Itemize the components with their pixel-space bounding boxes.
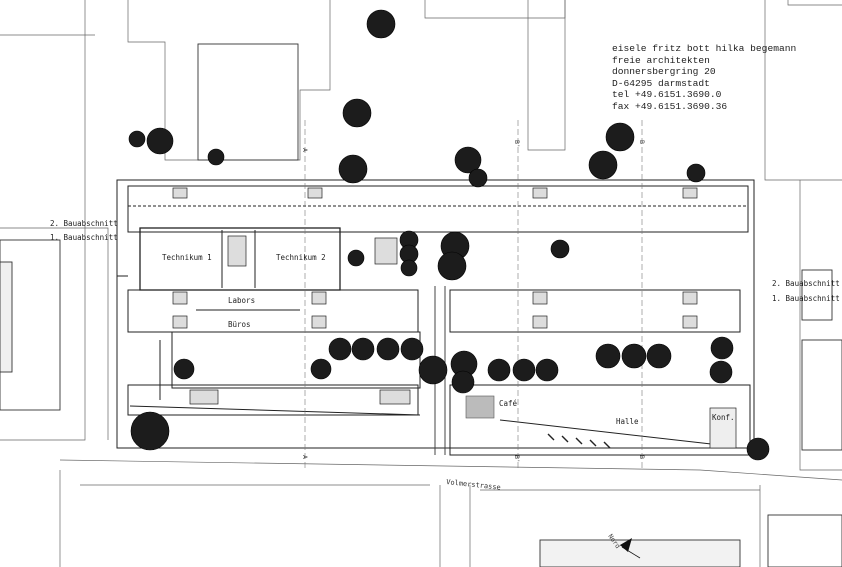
section-label-bprime-top: B': [513, 140, 521, 148]
cafe-area: [465, 395, 495, 419]
room-label-technikum-1: Technikum 1: [162, 253, 212, 262]
room-label-halle: Halle: [616, 417, 639, 426]
architect-credits: eisele fritz bott hilka begemann freie a…: [612, 43, 796, 113]
section-label-b-top: B: [638, 140, 646, 144]
parking-lines: [547, 433, 611, 449]
room-label-technikum-2: Technikum 2: [276, 253, 326, 262]
room-label-bueros: Büros: [228, 320, 251, 329]
credits-line-6: fax +49.6151.3690.36: [612, 100, 728, 112]
credits-line-3: donnersbergring 20: [612, 66, 716, 78]
section-label-a-bottom: A: [301, 455, 309, 459]
phase-label-left-2: 2. Bauabschnitt: [50, 219, 118, 228]
section-label-b-bottom: B: [638, 455, 646, 459]
phase-label-right-2: 2. Bauabschnitt: [772, 279, 840, 288]
room-label-labors: Labors: [228, 296, 255, 305]
section-label-bprime-bottom: B': [513, 455, 521, 463]
phase-label-left-1: 1. Bauabschnitt: [50, 233, 118, 242]
section-lines: [304, 120, 643, 470]
trees: [128, 9, 770, 461]
campus-building: [116, 179, 755, 456]
neighbour-buildings: [0, 43, 842, 567]
credits-line-2: freie architekten: [612, 54, 710, 66]
street-label: Volmerstrasse: [446, 478, 501, 492]
credits-line-1: eisele fritz bott hilka begemann: [612, 43, 797, 54]
credits-line-4: D-64295 darmstadt: [612, 77, 710, 89]
credits-line-5: tel +49.6151.3690.0: [612, 89, 722, 101]
room-label-konf: Konf.: [712, 413, 735, 422]
section-label-a-top: A: [301, 148, 309, 152]
room-label-cafe: Café: [499, 399, 518, 408]
stair-cores: [172, 187, 737, 449]
north-arrow-icon: [620, 538, 632, 552]
phase-label-right-1: 1. Bauabschnitt: [772, 294, 840, 303]
